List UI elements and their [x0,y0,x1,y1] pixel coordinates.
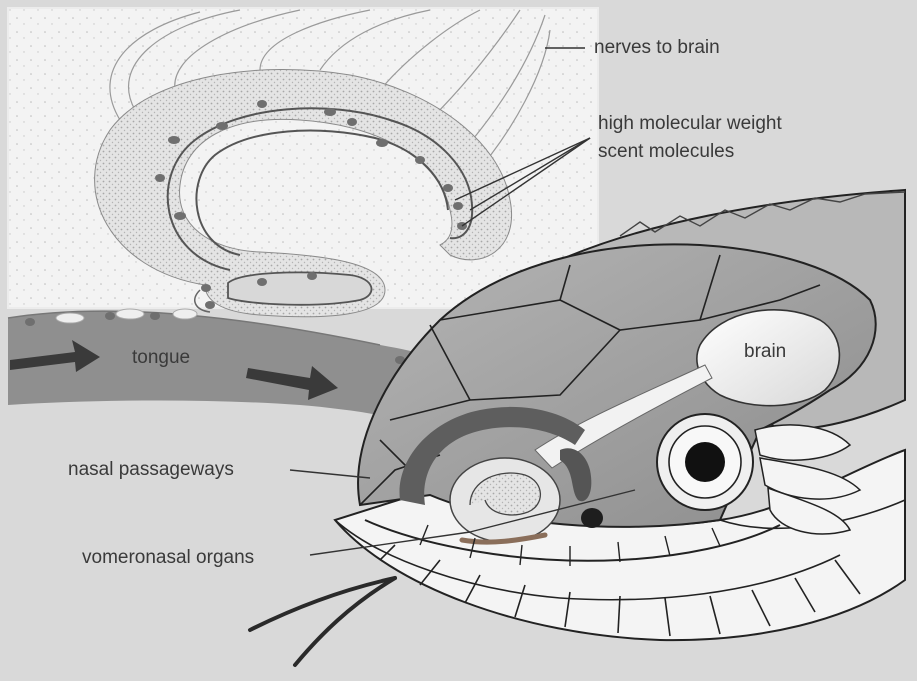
vomeronasal-organ-in-head [450,458,560,542]
scent-molecules-label-line2: scent molecules [598,140,734,164]
vomeronasal-organs-label: vomeronasal organs [82,546,254,570]
nasal-passageways-label: nasal passageways [68,458,234,482]
nostril [581,508,603,528]
eye [657,414,753,510]
nerves-to-brain-label: nerves to brain [594,36,720,60]
brain-label: brain [744,340,786,364]
scent-molecules-label-line1: high molecular weight [598,112,782,136]
tongue-label: tongue [132,346,190,370]
